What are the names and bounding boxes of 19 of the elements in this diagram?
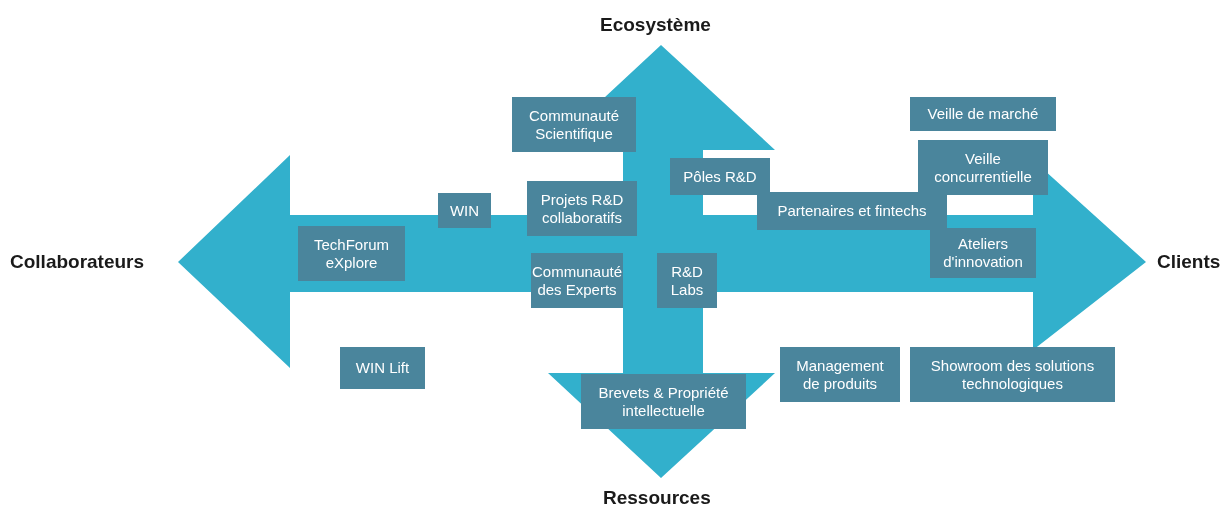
direction-label: Ressources [603, 487, 711, 506]
label-box: Projets R&D collaboratifs [527, 181, 637, 236]
label-box: R&D Labs [657, 253, 717, 308]
label-box: Communauté des Experts [531, 253, 623, 308]
label-box: Brevets & Propriété intellectuelle [581, 374, 746, 429]
label-box: WIN [438, 193, 491, 228]
direction-label: Clients [1157, 251, 1221, 273]
direction-label: Ecosystème [600, 14, 711, 36]
label-box: Communauté Scientifique [512, 97, 636, 152]
label-box: Ateliers d'innovation [930, 228, 1036, 278]
label-box: Partenaires et fintechs [757, 192, 947, 230]
label-box: Pôles R&D [670, 158, 770, 195]
label-box: Management de produits [780, 347, 900, 402]
label-box: Veille concurrentielle [918, 140, 1048, 195]
label-box: TechForum eXplore [298, 226, 405, 281]
label-box: WIN Lift [340, 347, 425, 389]
direction-label: Collaborateurs [10, 251, 145, 273]
label-box: Veille de marché [910, 97, 1056, 131]
label-box: Showroom des solutions technologiques [910, 347, 1115, 402]
